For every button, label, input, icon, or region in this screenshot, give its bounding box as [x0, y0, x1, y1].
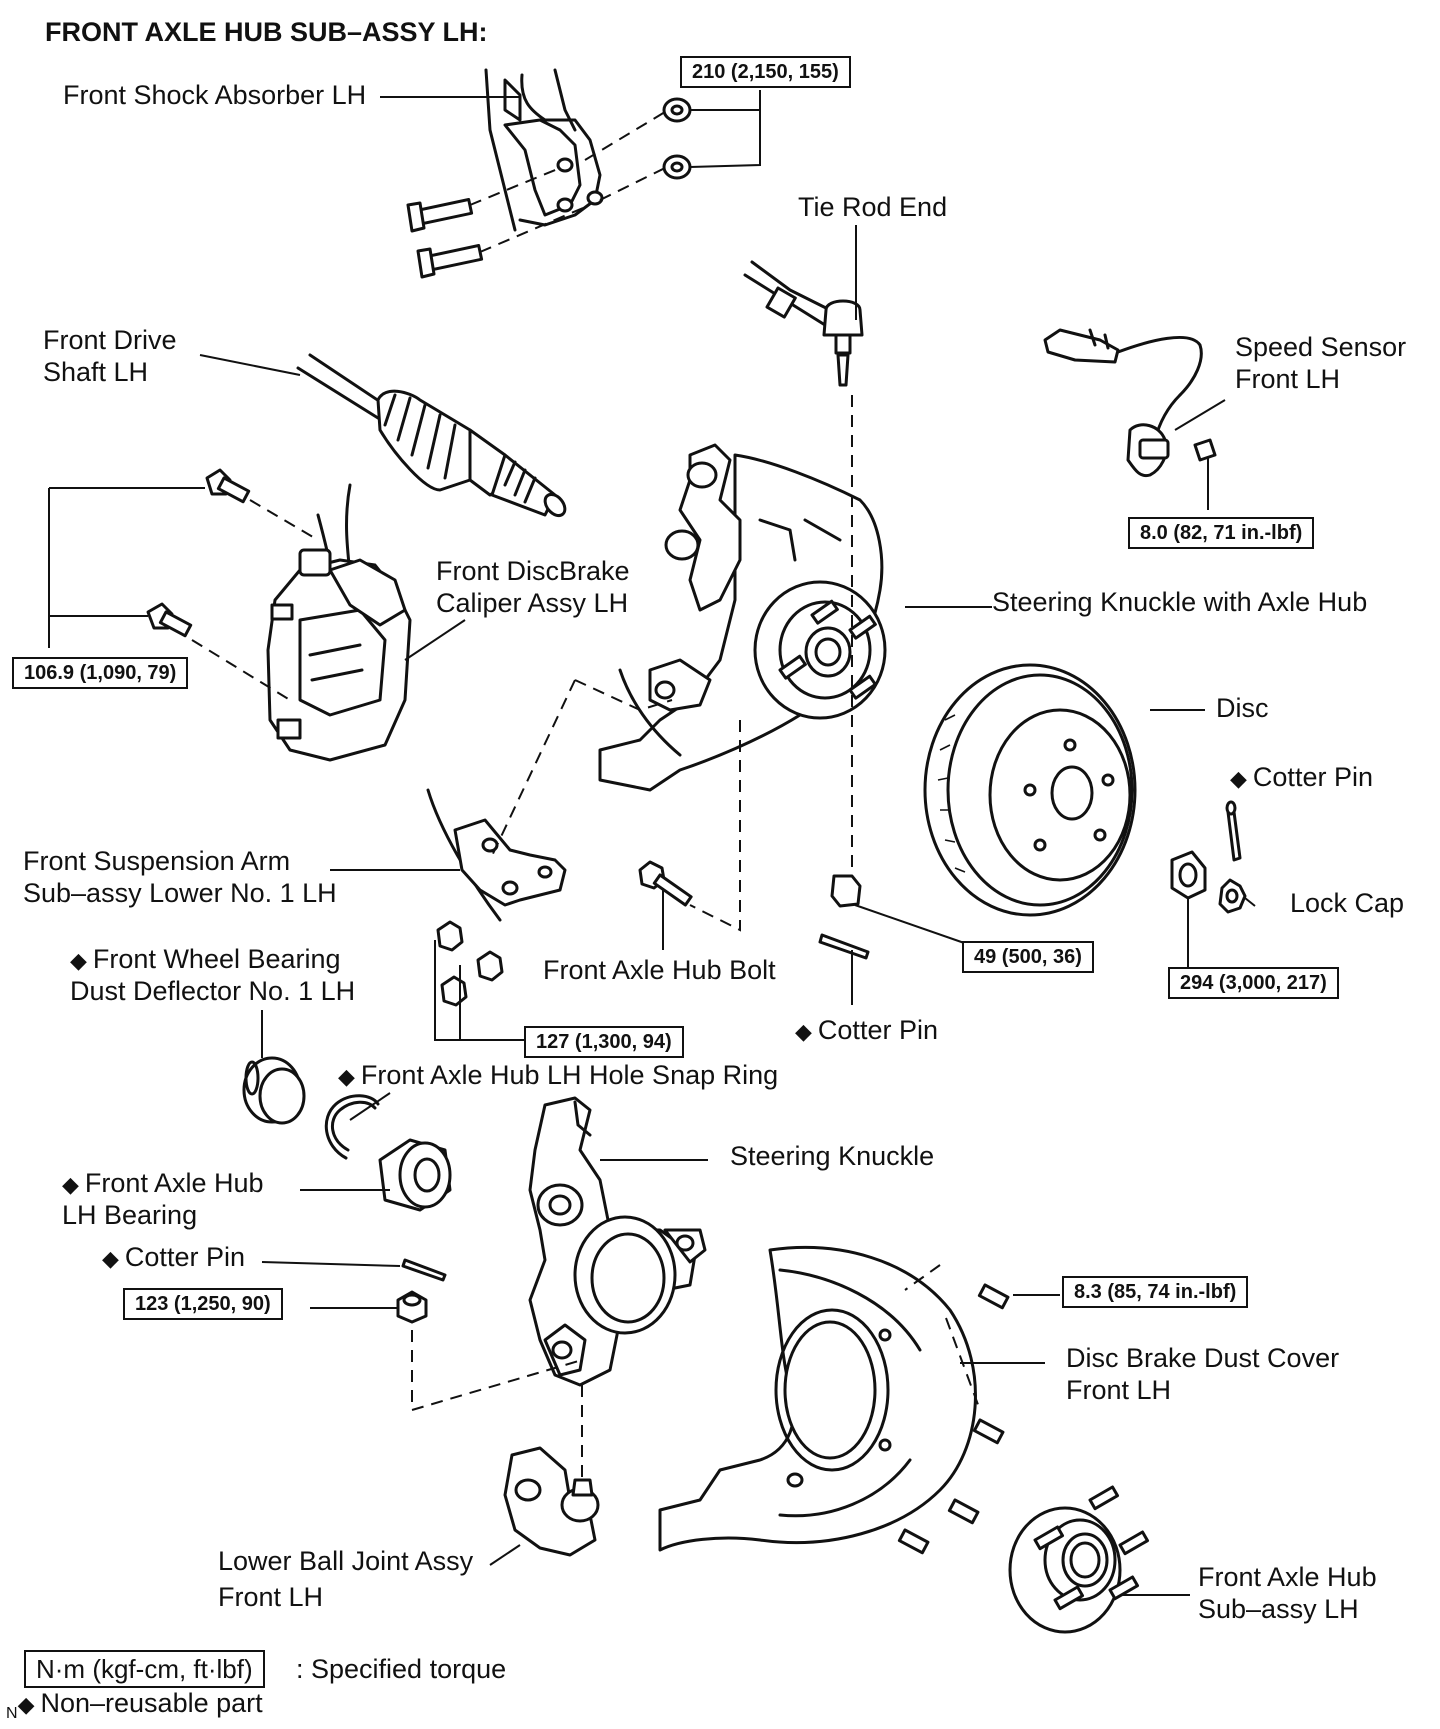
hub-bolt-drawing [638, 860, 693, 907]
label-cotter-pin-lower: ◆Cotter Pin [102, 1242, 245, 1274]
torque-tie-rod-nut: 49 (500, 36) [962, 941, 1094, 973]
label-ball-joint-1: Lower Ball Joint Assy [218, 1546, 474, 1576]
label-ball-joint-2: Front LH [218, 1582, 324, 1612]
label-suspension-arm-1: Front Suspension Arm [23, 846, 291, 876]
snap-ring-drawing [324, 1094, 380, 1160]
lower-arm-drawing [426, 788, 567, 922]
legend-nonreusable: N◆Non–reusable part [6, 1688, 263, 1729]
leader-lines [48, 90, 1256, 1596]
nonreusable-icon: ◆ [102, 1246, 119, 1271]
label-front-drive-shaft-2: Shaft LH [43, 357, 149, 387]
dust-cover-bolts [897, 1283, 1010, 1555]
label-disc: Disc [1216, 693, 1269, 723]
hub-nut-group [1170, 800, 1247, 914]
disc-drawing [923, 663, 1137, 917]
steering-knuckle-drawing [528, 1096, 707, 1387]
label-cotter-pin-upper-text: Cotter Pin [1252, 762, 1373, 792]
label-knuckle-with-axle-hub: Steering Knuckle with Axle Hub [992, 587, 1368, 617]
legend-marker: N [6, 1705, 18, 1722]
caliper-bolts [146, 468, 319, 701]
label-caliper-2: Caliper Assy LH [436, 588, 629, 618]
label-hub-bearing-1-text: Front Axle Hub [84, 1168, 264, 1198]
label-cotter-pin-upper: ◆Cotter Pin [1230, 762, 1373, 794]
label-tie-rod-end: Tie Rod End [798, 192, 948, 222]
lower-arm-bolts [436, 920, 504, 1007]
label-front-shock-absorber: Front Shock Absorber LH [63, 80, 367, 110]
label-hub-bearing-1: ◆Front Axle Hub [62, 1168, 264, 1200]
dust-deflector-drawing [242, 1056, 306, 1125]
torque-caliper-bolts: 106.9 (1,090, 79) [12, 657, 189, 689]
label-dust-deflector-2: Dust Deflector No. 1 LH [70, 976, 356, 1006]
torque-hub-nut: 294 (3,000, 217) [1168, 967, 1339, 999]
label-dust-cover-1: Disc Brake Dust Cover [1066, 1343, 1340, 1373]
label-cotter-pin-mid-text: Cotter Pin [817, 1015, 938, 1045]
tie-rod-nut-drawing [818, 874, 870, 960]
label-dust-deflector-1-text: Front Wheel Bearing [92, 944, 341, 974]
lower-cotter-nut-drawing [396, 1258, 447, 1324]
label-suspension-arm-2: Sub–assy Lower No. 1 LH [23, 878, 337, 908]
label-front-axle-hub-bolt: Front Axle Hub Bolt [543, 955, 776, 985]
knuckle-with-hub-drawing [598, 443, 887, 792]
ball-joint-drawing [503, 1446, 600, 1557]
label-snap-ring: ◆Front Axle Hub LH Hole Snap Ring [338, 1060, 778, 1092]
shock-absorber-drawing [484, 68, 604, 232]
nonreusable-icon: ◆ [1230, 766, 1247, 791]
torque-shock-bolts: 210 (2,150, 155) [680, 56, 851, 88]
label-hub-bearing-2: LH Bearing [62, 1200, 198, 1230]
torque-dust-cover-bolts: 8.3 (85, 74 in.-lbf) [1062, 1276, 1249, 1308]
legend-torque-text: : Specified torque [296, 1654, 507, 1684]
label-snap-ring-text: Front Axle Hub LH Hole Snap Ring [360, 1060, 779, 1090]
label-speed-sensor-2: Front LH [1235, 364, 1341, 394]
label-cotter-pin-mid: ◆Cotter Pin [795, 1015, 938, 1047]
label-front-drive-shaft-1: Front Drive [43, 325, 177, 355]
diagram-title: FRONT AXLE HUB SUB–ASSY LH: [45, 17, 488, 47]
tie-rod-end-drawing [743, 260, 864, 387]
dust-cover-drawing [658, 1246, 977, 1552]
label-cotter-pin-lower-text: Cotter Pin [124, 1242, 245, 1272]
nonreusable-icon: ◆ [795, 1019, 812, 1044]
speed-sensor-drawing [1043, 328, 1217, 478]
label-steering-knuckle: Steering Knuckle [730, 1141, 935, 1171]
nonreusable-icon: ◆ [17, 1692, 35, 1717]
label-dust-deflector-1: ◆Front Wheel Bearing [70, 944, 341, 976]
nonreusable-icon: ◆ [70, 948, 87, 973]
torque-speed-sensor: 8.0 (82, 71 in.-lbf) [1128, 517, 1315, 549]
torque-lower-arm-bolts: 127 (1,300, 94) [524, 1026, 684, 1058]
nonreusable-icon: ◆ [338, 1064, 355, 1089]
legend-torque-box: N·m (kgf-cm, ft·lbf) [24, 1650, 265, 1688]
label-axle-hub-1: Front Axle Hub [1198, 1562, 1377, 1592]
torque-ball-joint-nut: 123 (1,250, 90) [123, 1288, 283, 1320]
legend-nonreusable-text: Non–reusable part [40, 1688, 263, 1718]
caliper-drawing [266, 483, 412, 762]
hub-bearing-drawing [378, 1138, 452, 1212]
nonreusable-icon: ◆ [62, 1172, 79, 1197]
drive-shaft-drawing [296, 353, 567, 518]
label-lock-cap: Lock Cap [1290, 888, 1405, 918]
label-speed-sensor-1: Speed Sensor [1235, 332, 1407, 362]
label-dust-cover-2: Front LH [1066, 1375, 1172, 1405]
label-axle-hub-2: Sub–assy LH [1198, 1594, 1359, 1624]
label-caliper-1: Front DiscBrake [436, 556, 630, 586]
axle-hub-drawing [1008, 1485, 1150, 1634]
